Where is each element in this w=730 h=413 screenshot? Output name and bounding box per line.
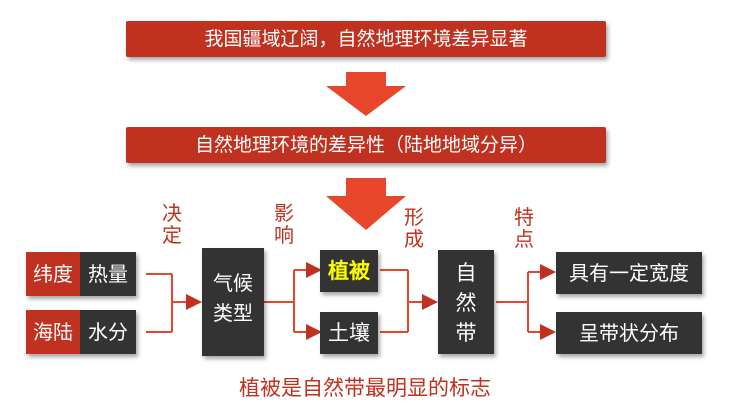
natural-zone-label: 自然带	[455, 261, 477, 345]
factor-moisture: 水分	[80, 310, 136, 354]
factor-row-land-sea: 海陆 水分	[26, 310, 136, 354]
factor-latitude: 纬度	[26, 252, 80, 296]
vegetation-box: 植被	[320, 250, 378, 292]
climate-type-box: 气候类型	[202, 248, 264, 356]
verb-decide: 决定	[162, 201, 182, 247]
feature-belt: 呈带状分布	[556, 312, 702, 354]
banner-mid: 自然地理环境的差异性（陆地地域分异）	[126, 127, 606, 163]
verb-form: 形成	[404, 205, 424, 251]
banner-top: 我国疆域辽阔，自然地理环境差异显著	[126, 21, 606, 57]
feature-width: 具有一定宽度	[556, 252, 702, 294]
decide-connector	[146, 273, 202, 333]
factor-heat: 热量	[80, 252, 136, 296]
down-arrow-2	[326, 178, 406, 230]
factor-row-latitude: 纬度 热量	[26, 252, 136, 296]
factor-land-sea: 海陆	[26, 310, 80, 354]
soil-box: 土壤	[320, 312, 378, 354]
climate-type-label: 气候类型	[213, 271, 253, 325]
natural-zone-box: 自然带	[438, 250, 494, 354]
traits-connector	[496, 264, 556, 340]
influence-connector	[264, 262, 322, 340]
down-arrow-1	[326, 72, 406, 116]
verb-traits: 特点	[514, 205, 534, 251]
footer-note: 植被是自然带最明显的标志	[239, 376, 491, 400]
verb-influence: 影响	[274, 201, 294, 247]
form-connector	[380, 269, 438, 333]
